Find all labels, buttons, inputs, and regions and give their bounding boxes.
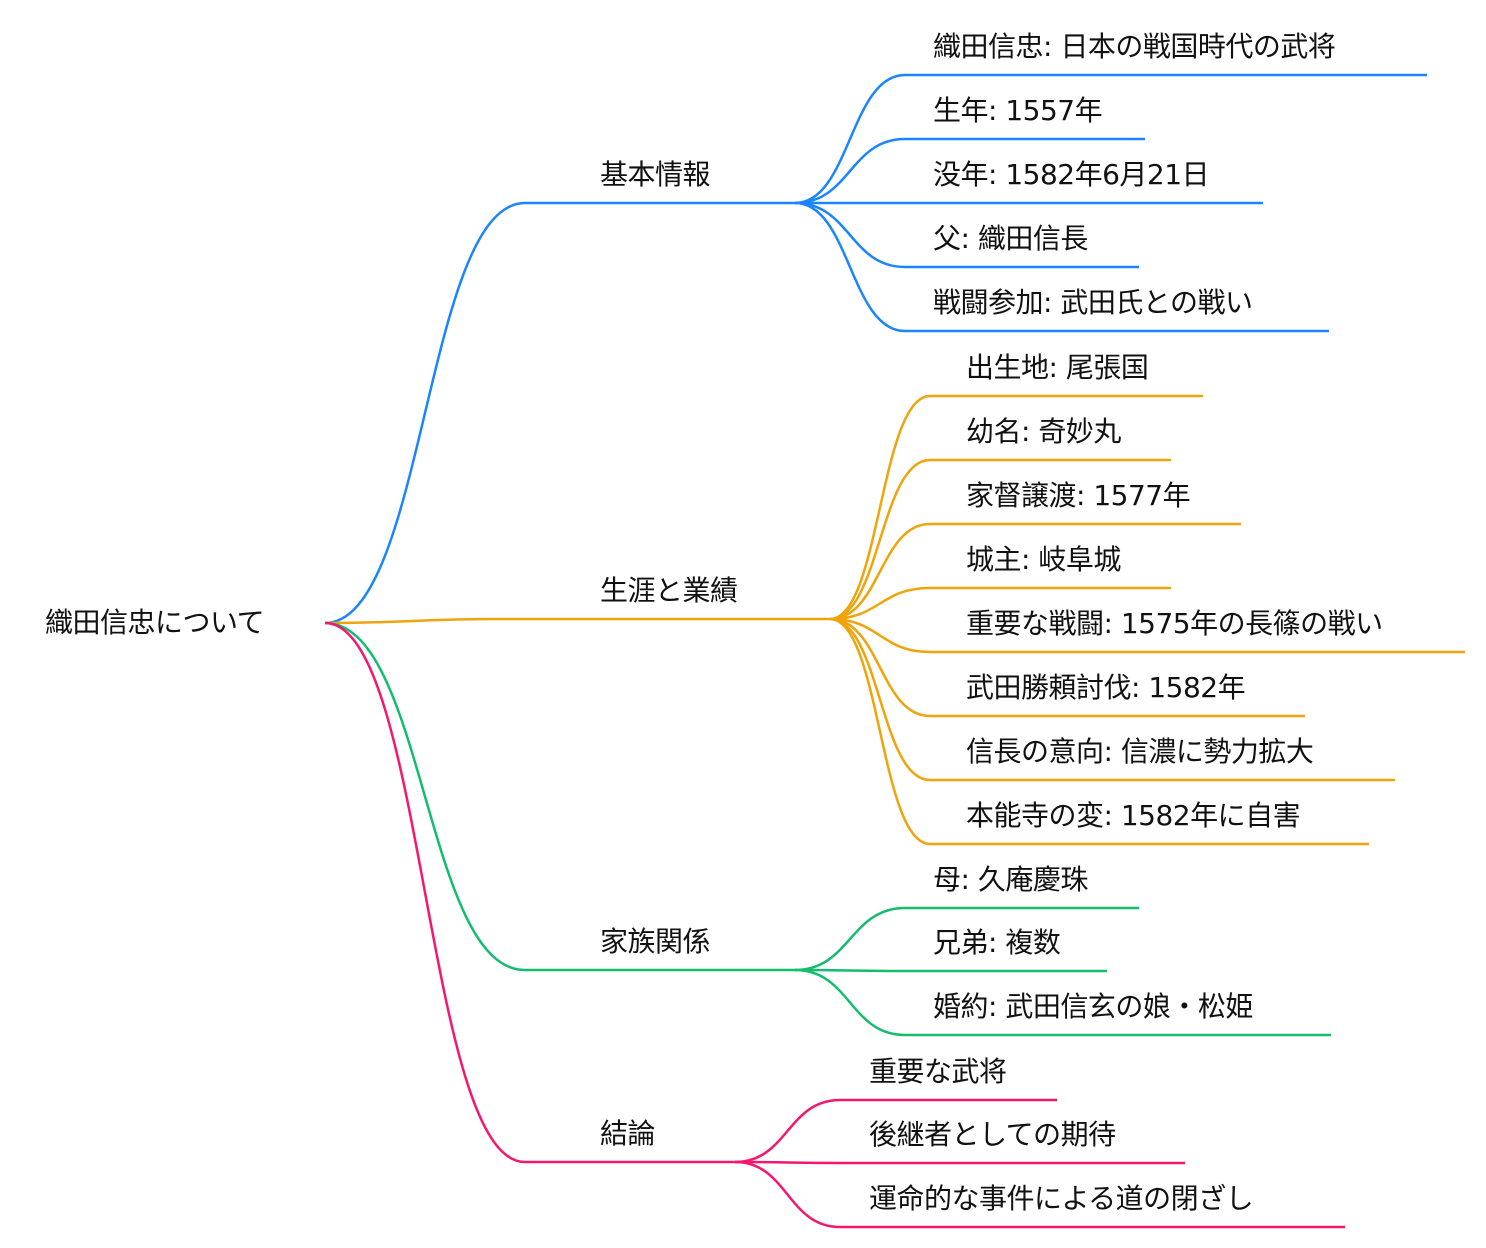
branch-node[interactable]: 結論	[600, 1117, 656, 1150]
branch-connector	[324, 617, 830, 625]
leaf-connector	[734, 1098, 1057, 1164]
branch-node[interactable]: 家族関係	[600, 925, 711, 958]
leaf-node[interactable]: 後継者としての期待	[869, 1118, 1116, 1151]
leaf-node[interactable]: 運命的な事件による道の閉ざし	[869, 1182, 1254, 1215]
leaf-node[interactable]: 織田信忠: 日本の戦国時代の武将	[933, 30, 1336, 63]
leaf-node[interactable]: 本能寺の変: 1582年に自害	[966, 799, 1301, 832]
branch-node[interactable]: 基本情報	[600, 158, 711, 191]
leaf-connector	[829, 394, 1203, 621]
root-node[interactable]: 織田信忠について	[45, 606, 265, 639]
leaf-node[interactable]: 生年: 1557年	[933, 94, 1103, 127]
leaf-node[interactable]: 兄弟: 複数	[933, 926, 1061, 959]
leaf-connector	[794, 906, 1139, 972]
leaf-node[interactable]: 出生地: 尾張国	[966, 351, 1149, 384]
leaf-node[interactable]: 武田勝頼討伐: 1582年	[966, 671, 1246, 704]
leaf-connector	[829, 617, 1369, 846]
leaf-node[interactable]: 城主: 岐阜城	[966, 543, 1121, 576]
branch-node[interactable]: 生涯と業績	[600, 574, 738, 607]
leaf-connector	[829, 458, 1171, 621]
leaf-node[interactable]: 婚約: 武田信玄の娘・松姫	[933, 990, 1253, 1023]
leaf-connector	[794, 73, 1427, 205]
branch-connector	[324, 621, 795, 972]
leaf-node[interactable]: 母: 久庵慶珠	[933, 863, 1088, 896]
leaf-node[interactable]: 重要な武将	[869, 1055, 1007, 1088]
leaf-node[interactable]: 父: 織田信長	[933, 222, 1088, 255]
leaf-connector	[829, 586, 1171, 621]
branch-connector	[324, 201, 795, 625]
leaf-connector	[829, 522, 1241, 621]
leaf-connector	[794, 201, 1329, 333]
leaf-connector	[734, 1160, 1345, 1229]
leaf-connector	[734, 1160, 1185, 1165]
leaf-connector	[794, 201, 1139, 269]
leaf-connector	[829, 617, 1395, 782]
leaf-connector	[829, 617, 1465, 654]
leaf-connector	[829, 617, 1305, 718]
leaf-connector	[794, 137, 1145, 205]
leaf-node[interactable]: 信長の意向: 信濃に勢力拡大	[966, 735, 1314, 768]
branch-connector	[324, 621, 735, 1164]
leaf-node[interactable]: 幼名: 奇妙丸	[966, 415, 1121, 448]
leaf-node[interactable]: 家督譲渡: 1577年	[966, 479, 1191, 512]
leaf-connector	[794, 968, 1331, 1037]
leaf-node[interactable]: 重要な戦闘: 1575年の長篠の戦い	[966, 607, 1383, 640]
leaf-node[interactable]: 没年: 1582年6月21日	[933, 158, 1210, 191]
leaf-node[interactable]: 戦闘参加: 武田氏との戦い	[933, 286, 1253, 319]
leaf-connector	[794, 968, 1107, 973]
